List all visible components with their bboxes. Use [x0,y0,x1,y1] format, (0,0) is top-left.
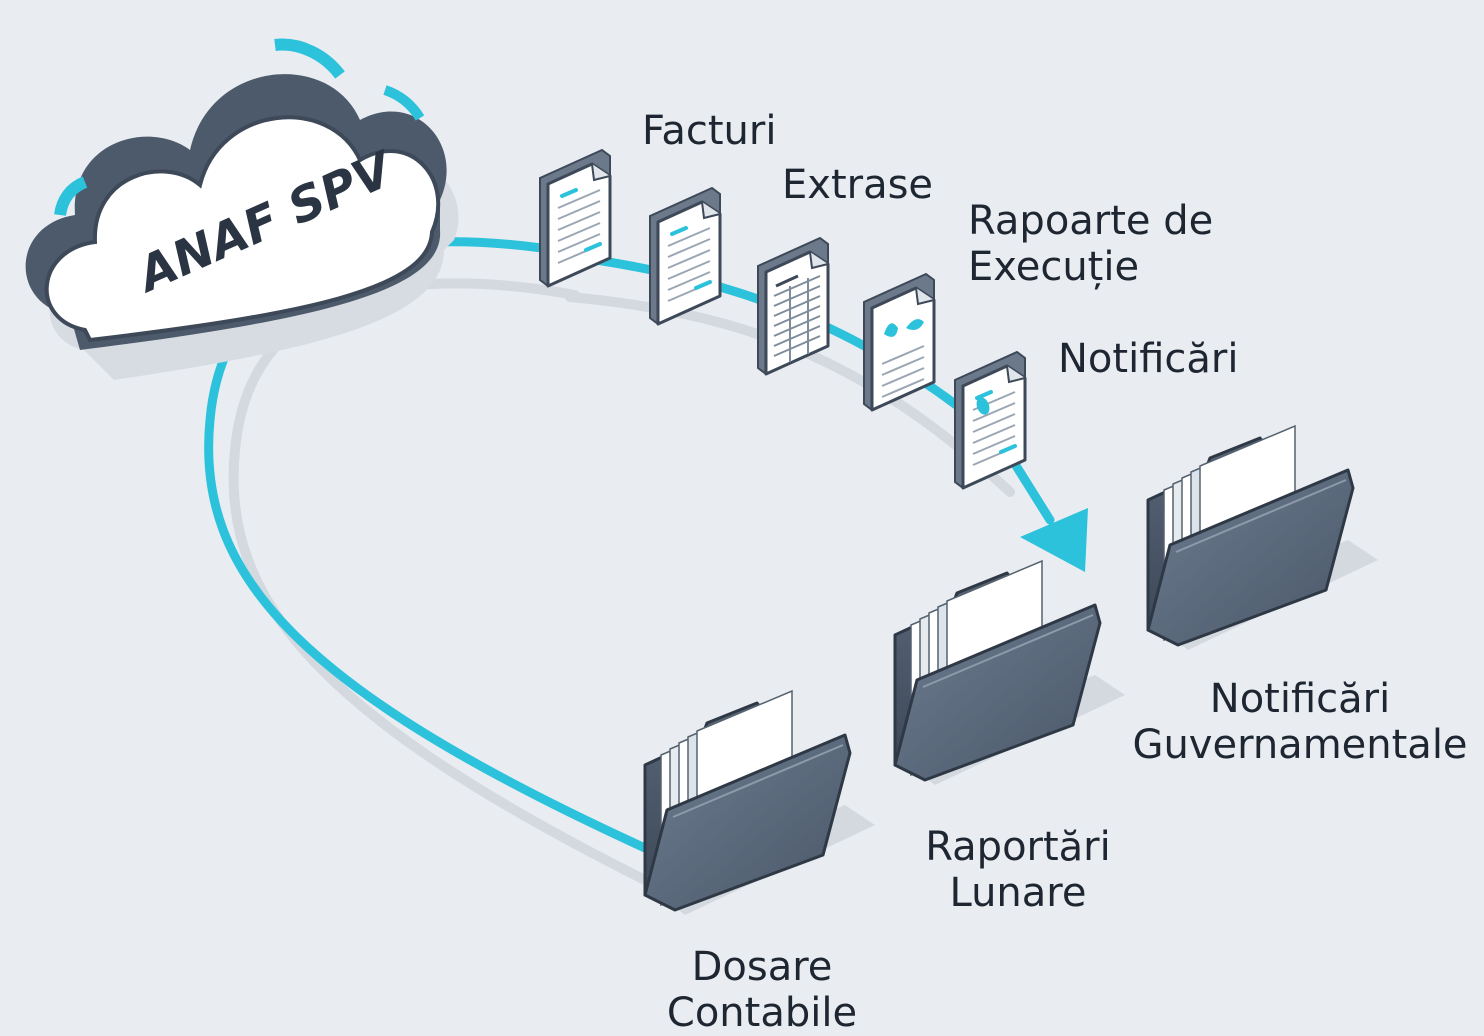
folder-label-notificari-guvernamentale: Notificări Guvernamentale [1132,676,1467,768]
folder-label-line2: Guvernamentale [1132,722,1468,768]
doc-label-facturi: Facturi [642,108,777,154]
folder-label-line2: Contabile [666,990,858,1036]
folder-icon [643,689,875,915]
folder-icon [1146,424,1378,650]
doc-label-rapoarte-line1: Rapoarte de [968,198,1214,244]
report-document-icon [863,272,936,412]
folder-label-line2: Lunare [949,870,1087,916]
statement-document-icon [649,186,722,326]
folder-label-line1: Raportări [925,824,1111,870]
folder-label-line1: Notificări [1209,676,1391,722]
invoice-document-icon [539,148,612,288]
spreadsheet-document-icon [757,236,830,376]
folder-label-line1: Dosare [691,944,833,990]
folder-icon [893,559,1125,785]
folder-label-dosare-contabile: Dosare Contabile [667,944,857,1036]
anaf-spv-cloud [25,38,459,380]
folder-label-raportari-lunare: Raportări Lunare [925,824,1111,916]
notification-document-icon [954,350,1027,490]
doc-label-rapoarte: Rapoarte de Execuție [968,198,1213,290]
doc-label-notificari: Notificări [1058,336,1239,382]
flow-path-shadow [228,278,670,895]
doc-label-rapoarte-line2: Execuție [968,244,1140,290]
doc-label-extrase: Extrase [782,162,934,208]
flow-arrowhead [1020,508,1088,572]
